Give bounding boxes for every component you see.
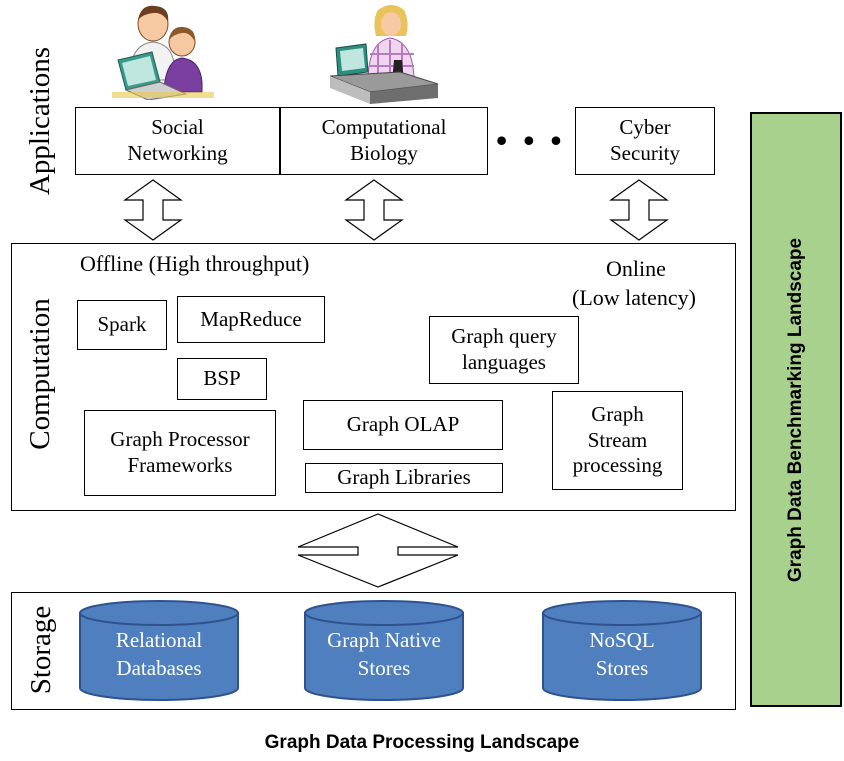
graph-native-line1: Graph Native <box>327 628 441 652</box>
online-latency-label: (Low latency) <box>572 285 696 310</box>
graph-processor-line1: Graph Processor <box>110 427 250 452</box>
graph-stream-processing-box: Graph Stream processing <box>552 391 683 490</box>
computational-biology-line1: Computational <box>321 115 447 140</box>
relational-databases-cylinder: Relational Databases <box>79 600 239 701</box>
nosql-stores-cylinder: NoSQL Stores <box>542 600 702 701</box>
graph-query-line1: Graph query <box>451 324 557 349</box>
spark-label: Spark <box>97 312 147 337</box>
online-label: Online <box>606 256 666 281</box>
social-networking-box: Social Networking <box>75 107 280 175</box>
computational-biology-line2: Biology <box>350 141 418 165</box>
benchmarking-label: Graph Data Benchmarking Landscape <box>785 237 806 582</box>
graph-native-line2: Stores <box>358 656 411 680</box>
cyber-security-box: Cyber Security <box>575 107 715 175</box>
double-arrow-icon <box>123 179 183 241</box>
woman-at-computer-icon <box>330 5 439 104</box>
double-arrow-icon <box>344 179 404 241</box>
graph-libraries-box: Graph Libraries <box>305 463 503 493</box>
mapreduce-box: MapReduce <box>177 296 325 343</box>
relational-line1: Relational <box>116 628 202 652</box>
social-networking-line2: Networking <box>127 141 228 165</box>
graph-processor-line2: Frameworks <box>127 453 233 477</box>
parent-child-laptop-icon <box>112 5 214 100</box>
offline-label: Offline (High throughput) <box>80 251 310 276</box>
bsp-label: BSP <box>203 366 241 391</box>
spark-box: Spark <box>77 300 167 350</box>
graph-stream-line3: processing <box>572 453 663 478</box>
graph-stream-line2: Stream <box>587 427 648 452</box>
double-arrow-icon <box>297 513 459 588</box>
graph-libraries-label: Graph Libraries <box>337 465 471 490</box>
graph-processor-frameworks-box: Graph Processor Frameworks <box>84 410 276 496</box>
graph-olap-label: Graph OLAP <box>346 412 460 437</box>
social-networking-line1: Social <box>151 115 204 140</box>
nosql-line1: NoSQL <box>589 628 654 652</box>
figure-caption: Graph Data Processing Landscape <box>264 732 580 753</box>
graph-query-languages-box: Graph query languages <box>429 316 579 384</box>
double-arrow-icon <box>609 179 669 241</box>
graph-query-line2: languages <box>462 350 546 374</box>
graph-stream-line1: Graph <box>591 402 644 427</box>
mapreduce-label: MapReduce <box>200 306 302 331</box>
nosql-line2: Stores <box>596 656 649 680</box>
graph-native-stores-cylinder: Graph Native Stores <box>304 600 464 701</box>
graph-olap-box: Graph OLAP <box>303 400 503 450</box>
cyber-security-line2: Security <box>610 141 680 165</box>
bsp-box: BSP <box>177 358 267 400</box>
benchmarking-sidebar: Graph Data Benchmarking Landscape <box>750 112 842 707</box>
cyber-security-line1: Cyber <box>619 115 671 140</box>
computational-biology-box: Computational Biology <box>280 107 488 175</box>
relational-line2: Databases <box>116 656 201 680</box>
ellipsis-dots: • • • <box>496 122 566 158</box>
